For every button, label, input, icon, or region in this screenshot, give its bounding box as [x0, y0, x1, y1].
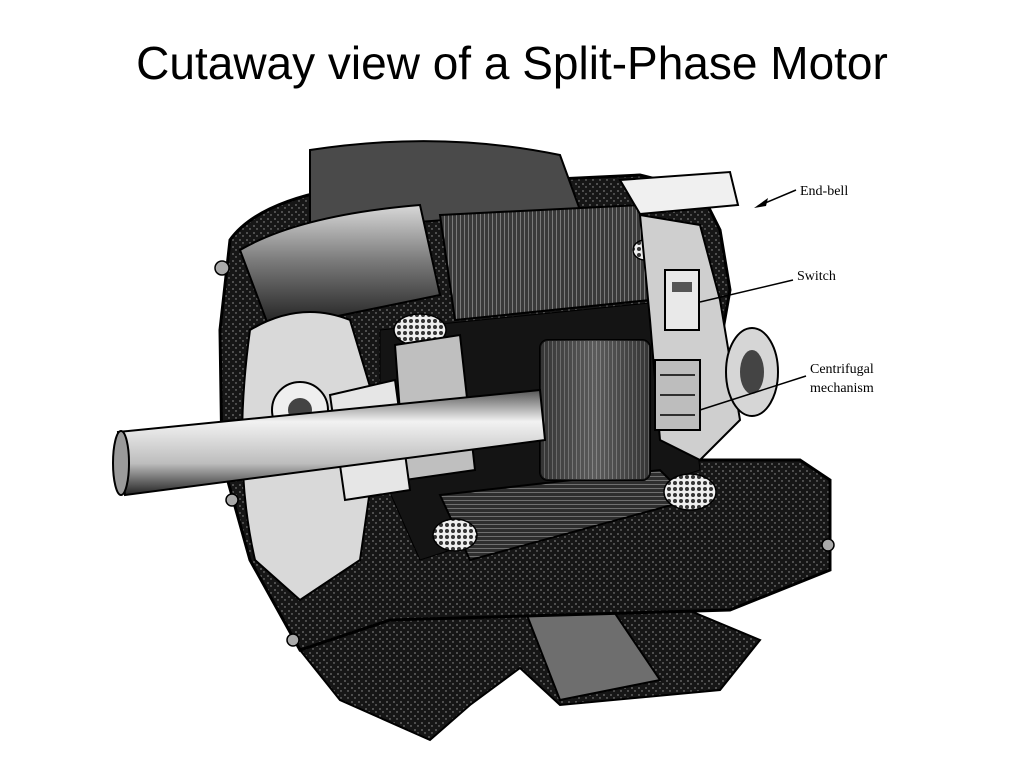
callout-leaders — [699, 189, 807, 411]
stator-upper — [438, 203, 652, 322]
centrifugal-leader — [699, 375, 807, 411]
switch-leader — [699, 279, 794, 303]
switch-label: Switch — [797, 269, 836, 284]
frame-bolt — [821, 538, 835, 552]
starting-switch — [664, 269, 700, 331]
winding-coil-bottom-left — [432, 518, 478, 552]
frame-bolt — [286, 633, 300, 647]
end-bell-arrowhead — [754, 198, 768, 208]
end-bell-label: End-bell — [800, 184, 848, 199]
centrifugal-label-line2: mechanism — [810, 381, 874, 396]
slide-title: Cutaway view of a Split-Phase Motor — [136, 37, 888, 89]
winding-coil-bottom-right — [663, 473, 717, 511]
centrifugal-label-line1: Centrifugal — [810, 362, 874, 377]
frame-bolt — [214, 260, 230, 276]
frame-bolt — [225, 493, 239, 507]
motor-illustration — [112, 140, 835, 742]
